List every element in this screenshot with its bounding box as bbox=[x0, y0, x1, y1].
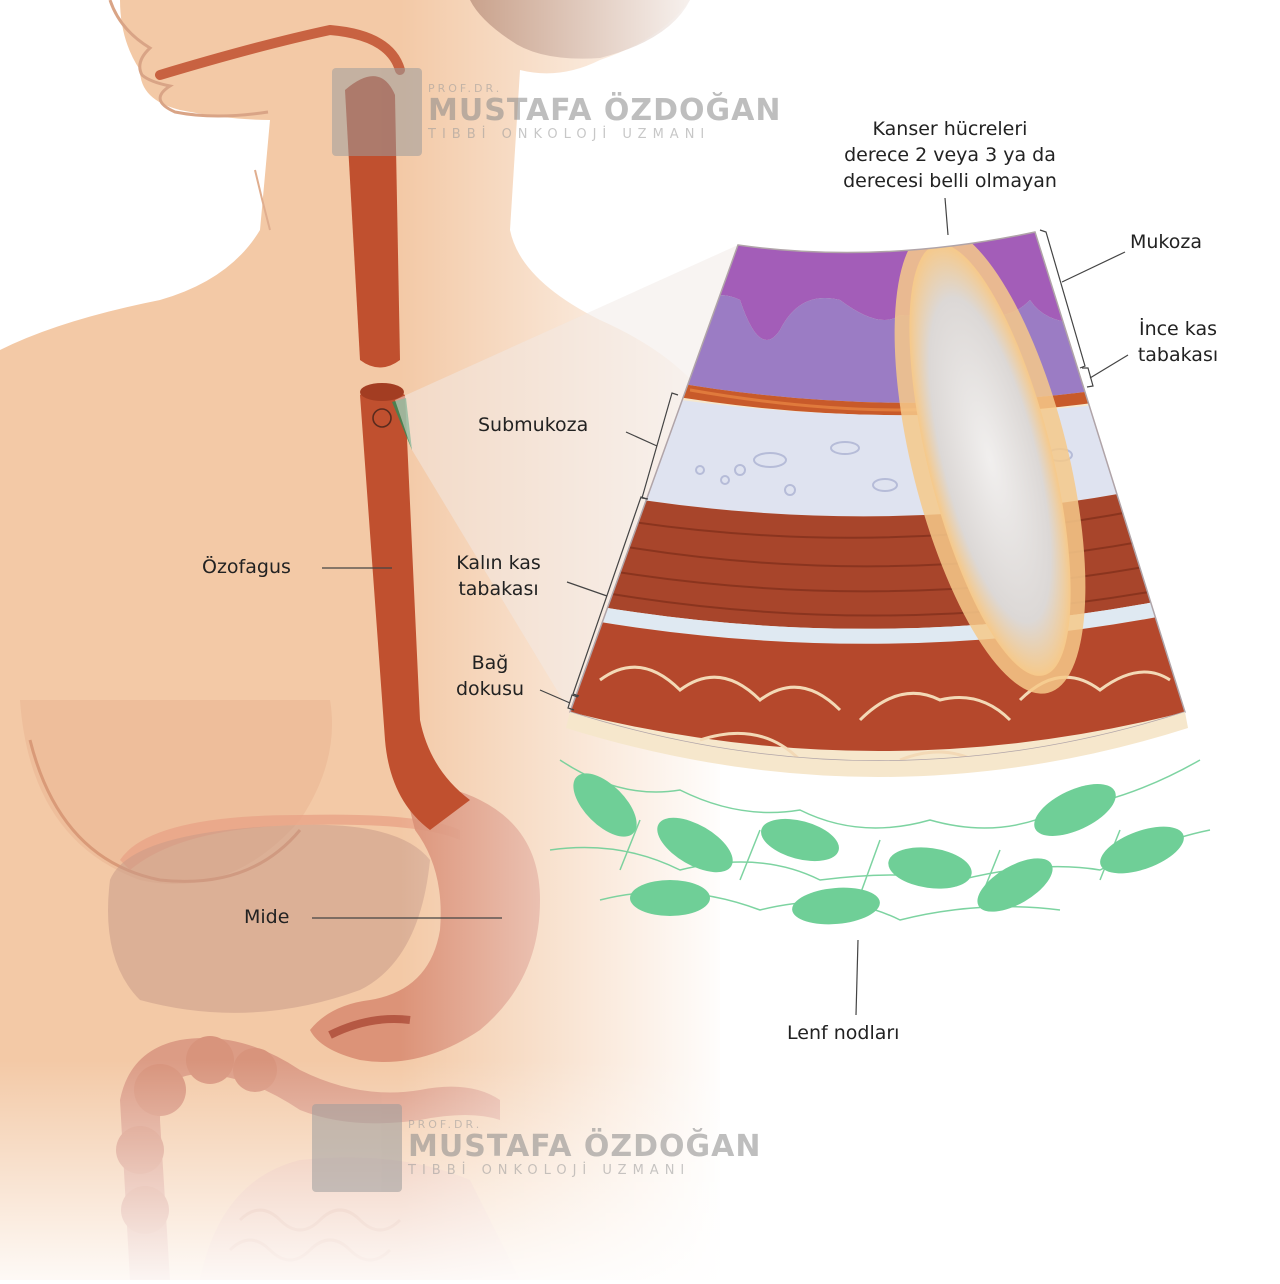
lymph-node bbox=[1034, 784, 1116, 836]
watermark-logo-icon bbox=[332, 68, 422, 156]
lymph-node bbox=[630, 880, 710, 916]
label-ince-kas-line-2: tabakası bbox=[1137, 344, 1219, 366]
label-submukoza: Submukoza bbox=[478, 414, 589, 436]
label-ozofagus: Özofagus bbox=[202, 556, 291, 578]
label-lenf: Lenf nodları bbox=[787, 1022, 900, 1044]
watermark-name: MUSTAFA ÖZDOĞAN bbox=[428, 93, 782, 128]
watermark-bottom: PROF.DR. MUSTAFA ÖZDOĞAN TIBBİ ONKOLOJİ … bbox=[312, 1104, 762, 1192]
tumor-body bbox=[909, 244, 1071, 676]
esophagus-throat bbox=[155, 24, 405, 80]
watermark-subtitle: TIBBİ ONKOLOJİ UZMANI bbox=[408, 1163, 691, 1178]
label-cancer-cells: Kanser hücreleri derece 2 veya 3 ya da d… bbox=[800, 116, 1100, 194]
neck-line bbox=[254, 169, 271, 231]
label-mide: Mide bbox=[244, 906, 290, 928]
esophagus-cut-top bbox=[360, 383, 404, 401]
diaphragm bbox=[120, 814, 460, 870]
lymph-node bbox=[573, 773, 637, 837]
label-kalin-kas-line-2: tabakası bbox=[458, 578, 539, 600]
connective-edge bbox=[566, 712, 1188, 777]
leader-mukoza bbox=[1061, 251, 1126, 283]
zoom-projection bbox=[395, 245, 738, 712]
leader-ince-kas bbox=[1089, 354, 1129, 379]
lymph-nodes bbox=[573, 773, 1184, 925]
label-bag-line-2: dokusu bbox=[455, 678, 525, 700]
lymph-node bbox=[1100, 826, 1184, 874]
leader-lenf bbox=[855, 939, 859, 1016]
bracket-mukoza bbox=[1039, 229, 1086, 369]
watermark-prefix: PROF.DR. bbox=[428, 82, 503, 95]
lymph-node bbox=[888, 847, 972, 889]
lymph-node bbox=[657, 817, 733, 873]
esophagus-lower bbox=[360, 387, 470, 830]
watermark-prefix: PROF.DR. bbox=[408, 1118, 483, 1131]
watermark-top: PROF.DR. MUSTAFA ÖZDOĞAN TIBBİ ONKOLOJİ … bbox=[332, 68, 782, 156]
liver bbox=[108, 824, 430, 1013]
leader-kalin-kas bbox=[566, 581, 608, 597]
label-cancer-line-2: derece 2 veya 3 ya da bbox=[844, 144, 1056, 166]
label-kalin-kas-line-1: Kalın kas bbox=[456, 552, 541, 574]
tumor-marker-ring bbox=[372, 408, 392, 428]
label-cancer-line-3: derecesi belli olmayan bbox=[843, 170, 1057, 192]
leader-bag bbox=[539, 689, 571, 704]
lymph-node bbox=[977, 858, 1053, 912]
label-ince-kas: İnce kas tabakası bbox=[1118, 316, 1238, 368]
label-ince-kas-line-1: İnce kas bbox=[1138, 318, 1218, 340]
watermark-logo-icon bbox=[312, 1104, 402, 1192]
leader-lines bbox=[312, 197, 1129, 1016]
face-profile bbox=[108, 0, 269, 118]
label-bag-dokusu: Bağ dokusu bbox=[440, 650, 540, 702]
watermark-subtitle: TIBBİ ONKOLOJİ UZMANI bbox=[428, 127, 711, 142]
leader-cancer bbox=[944, 197, 949, 236]
lymph-node bbox=[761, 818, 839, 862]
label-kalin-kas: Kalın kas tabakası bbox=[436, 550, 561, 602]
bracket-bag bbox=[567, 694, 579, 711]
label-bag-line-1: Bağ bbox=[471, 652, 509, 674]
label-mukoza: Mukoza bbox=[1130, 231, 1203, 253]
lymph-node bbox=[792, 887, 880, 925]
label-cancer-line-1: Kanser hücreleri bbox=[872, 118, 1028, 140]
watermark-name: MUSTAFA ÖZDOĞAN bbox=[408, 1129, 762, 1164]
leader-submukoza bbox=[625, 431, 658, 447]
